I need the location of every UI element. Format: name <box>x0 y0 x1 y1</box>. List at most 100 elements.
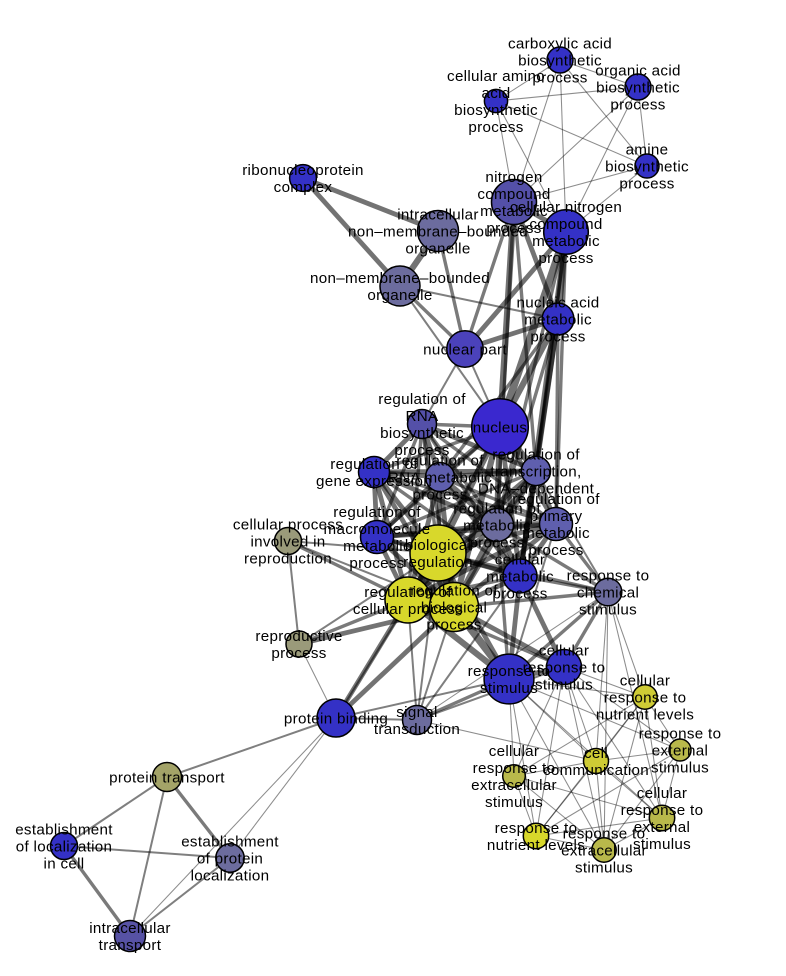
svg-text:cellular process: cellular process <box>233 516 343 533</box>
svg-text:process: process <box>349 555 404 572</box>
svg-text:process: process <box>426 616 481 633</box>
svg-text:of protein: of protein <box>197 850 263 867</box>
svg-text:process: process <box>394 442 449 459</box>
svg-text:cell: cell <box>584 745 608 762</box>
svg-text:cellular nitrogen: cellular nitrogen <box>510 199 622 216</box>
svg-text:intracellular: intracellular <box>397 206 479 223</box>
svg-text:nucleic acid: nucleic acid <box>517 294 600 311</box>
svg-text:intracellular: intracellular <box>89 920 171 937</box>
svg-text:extracellular: extracellular <box>561 842 647 859</box>
svg-text:process: process <box>528 542 583 559</box>
svg-text:regulation of: regulation of <box>410 582 498 599</box>
svg-text:establishment: establishment <box>181 833 279 850</box>
svg-text:transduction: transduction <box>374 721 460 738</box>
svg-text:organic acid: organic acid <box>595 62 681 79</box>
svg-text:process: process <box>412 486 467 503</box>
svg-text:localization: localization <box>191 867 270 884</box>
svg-text:organelle: organelle <box>367 287 432 304</box>
svg-text:involved in: involved in <box>250 533 325 550</box>
svg-text:cellular: cellular <box>489 743 540 760</box>
svg-text:transcription,: transcription, <box>490 463 581 480</box>
svg-text:compound: compound <box>529 216 602 233</box>
svg-text:stimulus: stimulus <box>535 676 593 693</box>
svg-text:nutrient levels: nutrient levels <box>487 837 585 854</box>
svg-text:RNA: RNA <box>406 408 440 425</box>
svg-text:cellular amino: cellular amino <box>447 68 545 85</box>
svg-text:metabolic: metabolic <box>522 525 590 542</box>
svg-text:biosynthetic: biosynthetic <box>380 425 464 442</box>
svg-text:non–membrane–bounded: non–membrane–bounded <box>310 270 490 287</box>
svg-text:process: process <box>619 175 674 192</box>
svg-text:DNA–dependent: DNA–dependent <box>478 480 595 497</box>
svg-text:regulation of: regulation of <box>330 456 418 473</box>
svg-text:regulation of: regulation of <box>453 500 541 517</box>
svg-text:stimulus: stimulus <box>633 836 691 853</box>
svg-text:primary: primary <box>530 508 583 525</box>
svg-text:response to: response to <box>621 802 704 819</box>
svg-text:response to: response to <box>495 820 578 837</box>
svg-text:regulation of: regulation of <box>396 452 484 469</box>
svg-text:biosynthetic: biosynthetic <box>518 52 602 69</box>
svg-text:cellular: cellular <box>495 551 546 568</box>
svg-text:metabolic: metabolic <box>532 233 600 250</box>
svg-text:ribonucleoprotein: ribonucleoprotein <box>242 162 364 179</box>
svg-text:nucleus: nucleus <box>473 419 528 436</box>
svg-text:regulation of: regulation of <box>333 504 421 521</box>
svg-text:extracellular: extracellular <box>471 777 557 794</box>
svg-text:amine: amine <box>626 141 669 158</box>
svg-text:regulation of: regulation of <box>512 491 600 508</box>
svg-text:regulation of: regulation of <box>492 446 580 463</box>
svg-text:reproductive: reproductive <box>255 628 342 645</box>
svg-text:nitrogen: nitrogen <box>485 169 542 186</box>
svg-text:regulation of: regulation of <box>364 584 452 601</box>
svg-text:stimulus: stimulus <box>485 794 543 811</box>
svg-text:process: process <box>538 250 593 267</box>
svg-text:metabolic: metabolic <box>524 311 592 328</box>
svg-text:transport: transport <box>99 937 162 954</box>
svg-text:response to: response to <box>468 663 551 680</box>
svg-text:external: external <box>652 742 708 759</box>
svg-text:signal: signal <box>396 704 437 721</box>
svg-text:RNA metabolic: RNA metabolic <box>388 469 492 486</box>
svg-text:reproduction: reproduction <box>244 550 332 567</box>
svg-text:process: process <box>492 585 547 602</box>
svg-text:cellular process: cellular process <box>353 601 463 618</box>
svg-text:process: process <box>271 645 326 662</box>
svg-text:nuclear part: nuclear part <box>423 341 507 358</box>
svg-text:acid: acid <box>481 85 510 102</box>
svg-text:response to: response to <box>639 725 722 742</box>
svg-text:regulation: regulation <box>403 554 473 571</box>
svg-text:biosynthetic: biosynthetic <box>596 79 680 96</box>
svg-text:stimulus: stimulus <box>575 859 633 876</box>
svg-text:response to: response to <box>473 760 556 777</box>
svg-text:process: process <box>530 328 585 345</box>
svg-text:carboxylic acid: carboxylic acid <box>508 35 612 52</box>
svg-text:process: process <box>610 96 665 113</box>
svg-text:cellular: cellular <box>620 672 671 689</box>
svg-text:gene expression: gene expression <box>316 473 432 490</box>
svg-text:metabolic: metabolic <box>480 203 548 220</box>
svg-text:chemical: chemical <box>577 584 639 601</box>
svg-text:nutrient levels: nutrient levels <box>596 706 694 723</box>
svg-text:response to: response to <box>567 567 650 584</box>
svg-text:process: process <box>486 220 541 237</box>
svg-text:stimulus: stimulus <box>579 601 637 618</box>
svg-text:non–membrane–bounded: non–membrane–bounded <box>348 223 528 240</box>
svg-text:external: external <box>634 819 690 836</box>
svg-text:response to: response to <box>604 689 687 706</box>
svg-text:metabolic: metabolic <box>486 568 554 585</box>
svg-text:protein transport: protein transport <box>109 769 225 786</box>
svg-text:metabolic: metabolic <box>343 538 411 555</box>
svg-text:biological: biological <box>421 599 487 616</box>
svg-text:metabolic: metabolic <box>463 517 531 534</box>
svg-text:regulation of: regulation of <box>378 391 466 408</box>
svg-text:process: process <box>532 69 587 86</box>
svg-text:compound: compound <box>477 186 550 203</box>
svg-text:stimulus: stimulus <box>651 759 709 776</box>
svg-text:complex: complex <box>274 179 333 196</box>
svg-text:of localization: of localization <box>16 838 113 855</box>
svg-text:response to: response to <box>563 825 646 842</box>
svg-text:cellular: cellular <box>637 785 688 802</box>
svg-text:biosynthetic: biosynthetic <box>454 102 538 119</box>
svg-text:establishment: establishment <box>15 821 113 838</box>
